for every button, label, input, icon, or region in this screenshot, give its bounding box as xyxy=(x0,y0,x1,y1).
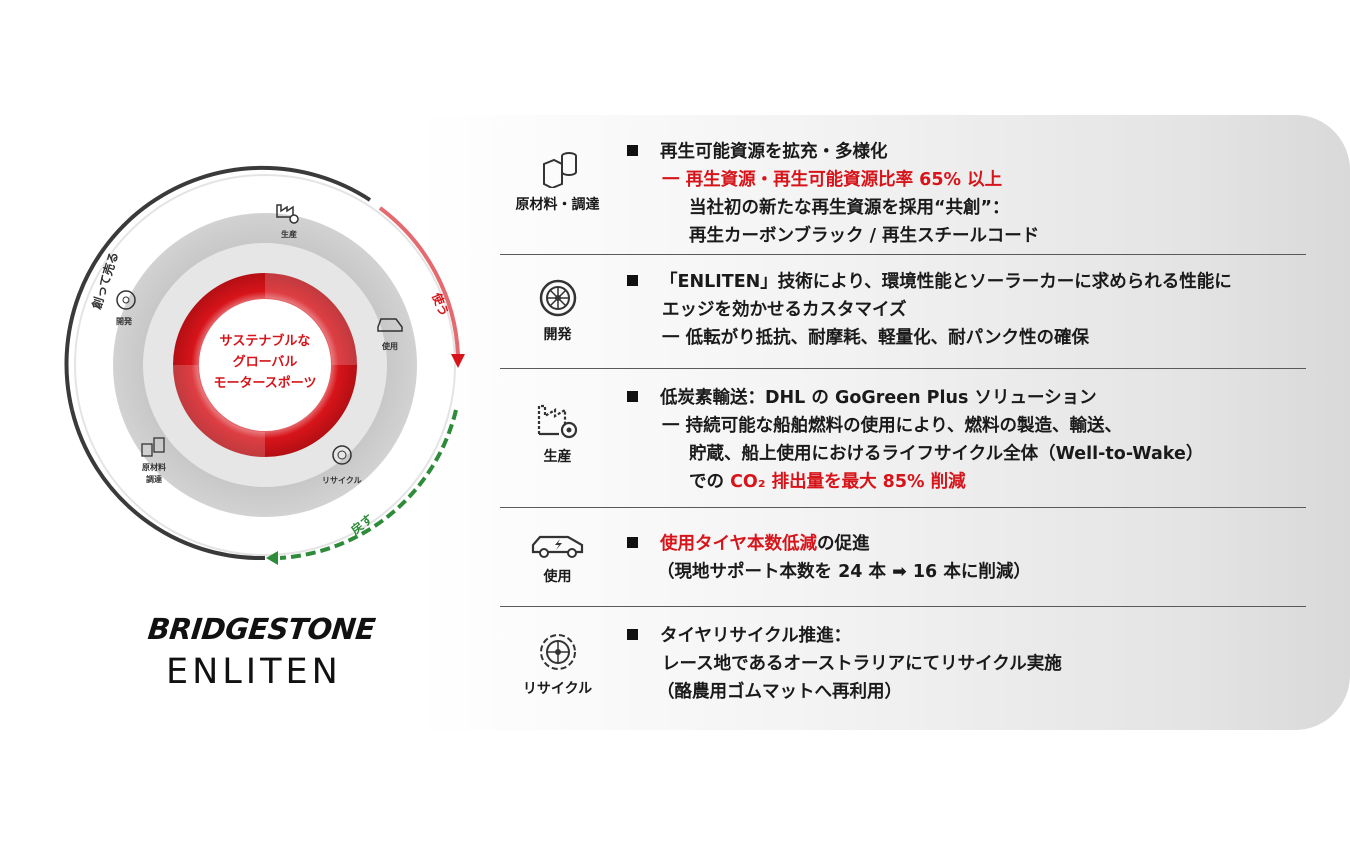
electric-car-icon xyxy=(377,318,403,332)
bullet-square xyxy=(627,629,638,640)
wheel-icon xyxy=(116,290,136,310)
center-line-3: モータースポーツ xyxy=(213,375,316,391)
enliten-logo: ENLITEN xyxy=(166,652,342,692)
cycle-node-recycle-label: リサイクル xyxy=(322,475,362,485)
row-development-text: 「ENLITEN」技術により、環境性能とソーラーカーに求められる性能に エッジを… xyxy=(627,268,1232,352)
row-development-label: 開発 xyxy=(543,327,572,343)
cycle-node-production-label: 生産 xyxy=(281,229,297,239)
cycle-node-development-label: 開発 xyxy=(116,316,133,326)
row-recycle-line2: レース地であるオーストラリアにてリサイクル実施 xyxy=(662,654,1062,674)
cycle-node-development: 開発 xyxy=(116,290,136,326)
row-recycle-line3: （酪農用ゴムマットへ再利用） xyxy=(657,682,902,702)
row-divider xyxy=(500,368,1306,369)
row-production-line4-prefix: での xyxy=(689,472,731,492)
make-sell-arc xyxy=(64,165,372,411)
bullet-square xyxy=(627,145,638,156)
row-use-bullet-suffix: の促進 xyxy=(816,534,870,554)
row-production-line4: での CO₂ 排出量を最大 85% 削減 xyxy=(627,468,1203,496)
row-materials-line4: 再生カーボンブラック / 再生スチールコード xyxy=(689,226,1040,246)
row-production-line3: 貯蔵、船上使用におけるライフサイクル全体（Well-to-Wake） xyxy=(689,444,1204,464)
bullet-square xyxy=(627,391,638,402)
row-use-line2: （現地サポート本数を 24 本 ➡ 16 本に削減） xyxy=(657,562,1031,582)
row-use-icon-box: 使用 xyxy=(500,532,615,586)
materials-icon xyxy=(141,443,153,457)
center-line-1: サステナブルな xyxy=(220,333,311,349)
row-production-icon-box: 生産 xyxy=(500,402,615,466)
row-production-line2: 一 持続可能な船舶燃料の使用により、燃料の製造、輸送、 xyxy=(662,416,1123,436)
row-use-text: 使用タイヤ本数低減の促進 （現地サポート本数を 24 本 ➡ 16 本に削減） xyxy=(627,530,1031,586)
row-production-bullet: 低炭素輸送：DHL の GoGreen Plus ソリューション xyxy=(660,388,1097,408)
cycle-node-production: 生産 xyxy=(276,204,299,239)
bullet-square xyxy=(627,537,638,548)
row-use-highlight: 使用タイヤ本数低減 xyxy=(660,534,817,554)
row-recycle-bullet: タイヤリサイクル推進： xyxy=(660,626,852,646)
cycle-diagram: サステナブルな グローバル モータースポーツ 創って売る 使う 戻す 生産 開発… xyxy=(64,165,465,565)
wheel-icon xyxy=(539,279,576,317)
brand-logo: BRIDGESTONE xyxy=(146,612,377,646)
row-production-text: 低炭素輸送：DHL の GoGreen Plus ソリューション 一 持続可能な… xyxy=(627,384,1203,496)
cycle-node-materials: 原材料 調達 xyxy=(141,437,166,484)
row-recycle-icon-box: リサイクル xyxy=(500,632,615,698)
row-materials-highlight: 一 再生資源・再生可能資源比率 65% 以上 xyxy=(662,170,1003,190)
use-arrowhead xyxy=(451,354,465,368)
factory-icon xyxy=(276,204,294,218)
row-use-label: 使用 xyxy=(543,569,572,585)
cycle-node-use: 使用 xyxy=(377,318,403,351)
make-sell-arc-lower xyxy=(70,409,266,561)
recycle-tire-icon xyxy=(332,445,352,465)
cycle-node-use-label: 使用 xyxy=(381,341,398,351)
row-production-highlight: CO₂ 排出量を最大 85% 削減 xyxy=(730,472,966,492)
cycle-node-materials-label-2: 調達 xyxy=(146,474,162,484)
materials-icon xyxy=(542,152,577,188)
row-recycle-label: リサイクル xyxy=(522,681,593,697)
center-circle xyxy=(199,299,331,431)
row-divider xyxy=(500,606,1306,607)
row-development-line3: 一 低転がり抵抗、耐摩耗、軽量化、耐パンク性の確保 xyxy=(662,328,1089,348)
row-development-icon-box: 開発 xyxy=(500,278,615,344)
electric-car-icon xyxy=(531,535,583,558)
return-arrowhead xyxy=(266,551,278,565)
row-materials-label: 原材料・調達 xyxy=(515,197,600,213)
row-divider xyxy=(500,507,1306,508)
row-materials-line3: 当社初の新たな再生資源を採用“共創”： xyxy=(689,198,1010,218)
use-arc xyxy=(378,206,460,356)
row-development-line2: エッジを効かせるカスタマイズ xyxy=(662,300,907,320)
row-production-label: 生産 xyxy=(543,449,572,465)
center-line-2: グローバル xyxy=(233,354,298,370)
row-materials-icon-box: 原材料・調達 xyxy=(500,150,615,214)
cycle-node-materials-label-1: 原材料 xyxy=(142,462,166,472)
row-recycle-text: タイヤリサイクル推進： レース地であるオーストラリアにてリサイクル実施 （酪農用… xyxy=(627,622,1062,706)
recycle-tire-icon xyxy=(539,634,576,670)
factory-icon xyxy=(537,404,577,439)
row-development-bullet: 「ENLITEN」技術により、環境性能とソーラーカーに求められる性能に xyxy=(660,272,1232,292)
row-materials-bullet: 再生可能資源を拡充・多様化 xyxy=(660,142,888,162)
row-divider xyxy=(500,254,1306,255)
bullet-square xyxy=(627,275,638,286)
row-materials-text: 再生可能資源を拡充・多様化 一 再生資源・再生可能資源比率 65% 以上 当社初… xyxy=(627,138,1039,250)
cycle-node-recycle: リサイクル xyxy=(322,445,362,485)
return-arc xyxy=(279,409,458,560)
